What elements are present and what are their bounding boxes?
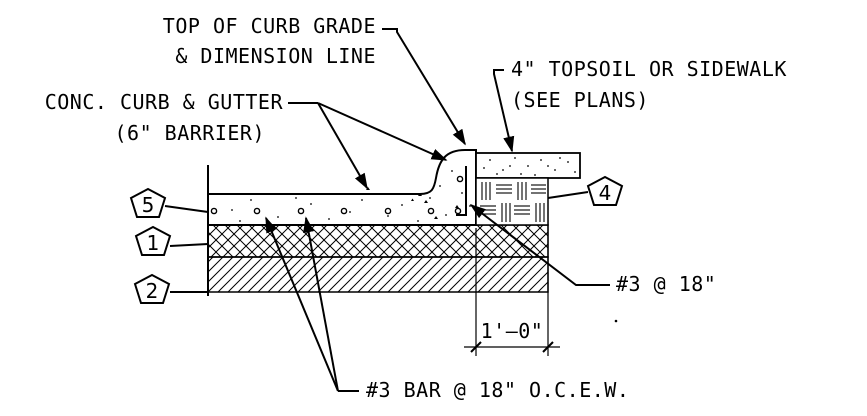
label-curb-1: CONC. CURB & GUTTER	[45, 90, 284, 114]
rebar-bar	[210, 207, 218, 215]
callout-1: 1	[134, 225, 172, 256]
rebar-bar	[384, 207, 392, 215]
rebar-bar	[253, 207, 261, 215]
curb-profile	[207, 149, 477, 226]
label-curb-2: (6" BARRIER)	[115, 121, 266, 145]
label-dimension: 1'–0"	[481, 319, 544, 343]
topsoil-sidewalk-slab	[475, 152, 581, 179]
concrete-stipple	[231, 170, 471, 222]
stray-dot	[614, 319, 618, 323]
callout-1-label: 1	[147, 231, 160, 255]
callout-4-label: 4	[599, 181, 612, 205]
callout-5-label: 5	[142, 193, 155, 217]
rebar-bar	[340, 207, 348, 215]
rebar-bar	[427, 207, 435, 215]
base-layers	[207, 165, 549, 296]
label-topsoil-2: (SEE PLANS)	[511, 88, 649, 112]
callout-4: 4	[586, 175, 624, 206]
concrete-curb-gutter	[207, 149, 477, 226]
layer-1-crosshatch	[207, 224, 549, 258]
label-rebar-bottom: #3 BAR @ 18" O.C.E.W.	[366, 378, 629, 402]
label-top-of-curb-1: TOP OF CURB GRADE	[163, 14, 376, 38]
dimension-1ft	[464, 228, 560, 356]
callout-5: 5	[129, 187, 167, 218]
rebar-dots	[210, 175, 464, 215]
callout-2: 2	[133, 273, 171, 304]
leader-lines	[164, 28, 610, 392]
rebar-bar	[456, 175, 464, 183]
callout-2-label: 2	[146, 279, 159, 303]
curb-bent-rebar	[456, 166, 467, 216]
label-rebar-back: #3 @ 18"	[616, 272, 716, 296]
label-topsoil-1: 4" TOPSOIL OR SIDEWALK	[511, 57, 787, 81]
rebar-bar	[454, 207, 462, 215]
label-top-of-curb-2: & DIMENSION LINE	[175, 44, 376, 68]
rebar-bar	[297, 207, 305, 215]
text-labels: TOP OF CURB GRADE & DIMENSION LINE 4" TO…	[45, 14, 787, 402]
layer-2-diagonal-hatch	[207, 256, 549, 293]
